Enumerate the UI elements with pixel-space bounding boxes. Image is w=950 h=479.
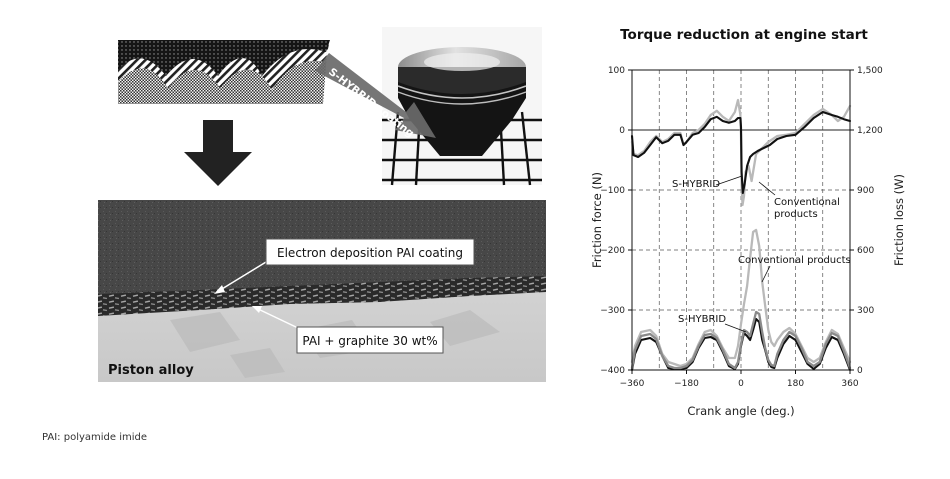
friction-chart: Torque reduction at engine start −360 −18… bbox=[590, 27, 906, 418]
x-tick-label: 180 bbox=[787, 379, 804, 389]
x-axis-label: Crank angle (deg.) bbox=[687, 404, 794, 418]
y2-tick-label: 1,200 bbox=[857, 126, 883, 136]
chart-ticks: −360 −180 0 180 360 100 0 −100 −200 −300 −400 1,500… bbox=[600, 66, 883, 389]
graphite-leader-line bbox=[255, 307, 299, 329]
coating-callout-text: Electron deposition PAI coating bbox=[277, 246, 463, 260]
sem-micrograph bbox=[98, 200, 546, 382]
series-line-0 bbox=[630, 98, 852, 207]
annotation-shybrid-lower-line bbox=[724, 323, 747, 333]
y2-axis-label: Friction loss (W) bbox=[892, 174, 906, 266]
annotation-shybrid-upper: S-HYBRID bbox=[672, 179, 720, 190]
chart-series-group bbox=[630, 98, 852, 372]
y2-tick-label: 0 bbox=[857, 366, 863, 376]
graphite-callout-text: PAI + graphite 30 wt% bbox=[302, 334, 437, 348]
y2-tick-label: 300 bbox=[857, 306, 874, 316]
coating-leader-arrowhead bbox=[214, 285, 225, 294]
y-axis-label: Friction force (N) bbox=[590, 172, 604, 268]
coating-schematic bbox=[118, 40, 330, 104]
piston-alloy-label: Piston alloy bbox=[108, 363, 194, 378]
x-tick-label: 360 bbox=[841, 379, 858, 389]
coating-callout-box bbox=[265, 238, 475, 266]
chart-title: Torque reduction at engine start bbox=[620, 27, 868, 43]
down-arrow-icon bbox=[184, 120, 252, 186]
y-tick-label: 0 bbox=[619, 126, 625, 136]
footnote: PAI: polyamide imide bbox=[42, 432, 148, 443]
annotation-shybrid-upper-line bbox=[715, 175, 743, 186]
annotation-conventional-upper-2: products bbox=[774, 209, 818, 220]
graphite-callout-box bbox=[296, 326, 444, 354]
y2-tick-label: 600 bbox=[857, 246, 874, 256]
x-tick-label: −180 bbox=[674, 379, 699, 389]
annotation-conventional-upper-1: Conventional bbox=[774, 197, 840, 208]
series-line-1 bbox=[630, 110, 852, 195]
graphite-leader-arrowhead bbox=[252, 306, 262, 313]
x-tick-label: −360 bbox=[620, 379, 645, 389]
series-line-2 bbox=[630, 228, 852, 368]
y2-tick-label: 900 bbox=[857, 186, 874, 196]
y-tick-label: −100 bbox=[600, 186, 625, 196]
series-line-4 bbox=[630, 310, 852, 370]
piston-photo bbox=[382, 27, 542, 186]
y-tick-label: 100 bbox=[608, 66, 625, 76]
y-tick-label: −400 bbox=[600, 366, 625, 376]
y-tick-label: −200 bbox=[600, 246, 625, 256]
annotation-conventional-upper-line bbox=[758, 181, 776, 196]
annotation-conventional-lower: Conventional products bbox=[738, 255, 851, 266]
y2-tick-label: 1,500 bbox=[857, 66, 883, 76]
coating-leader-line bbox=[216, 261, 267, 293]
annotation-shybrid-lower: S-HYBRID bbox=[678, 314, 726, 325]
annotation-conventional-lower-line bbox=[761, 265, 771, 283]
y-tick-label: −300 bbox=[600, 306, 625, 316]
x-tick-label: 0 bbox=[738, 379, 744, 389]
